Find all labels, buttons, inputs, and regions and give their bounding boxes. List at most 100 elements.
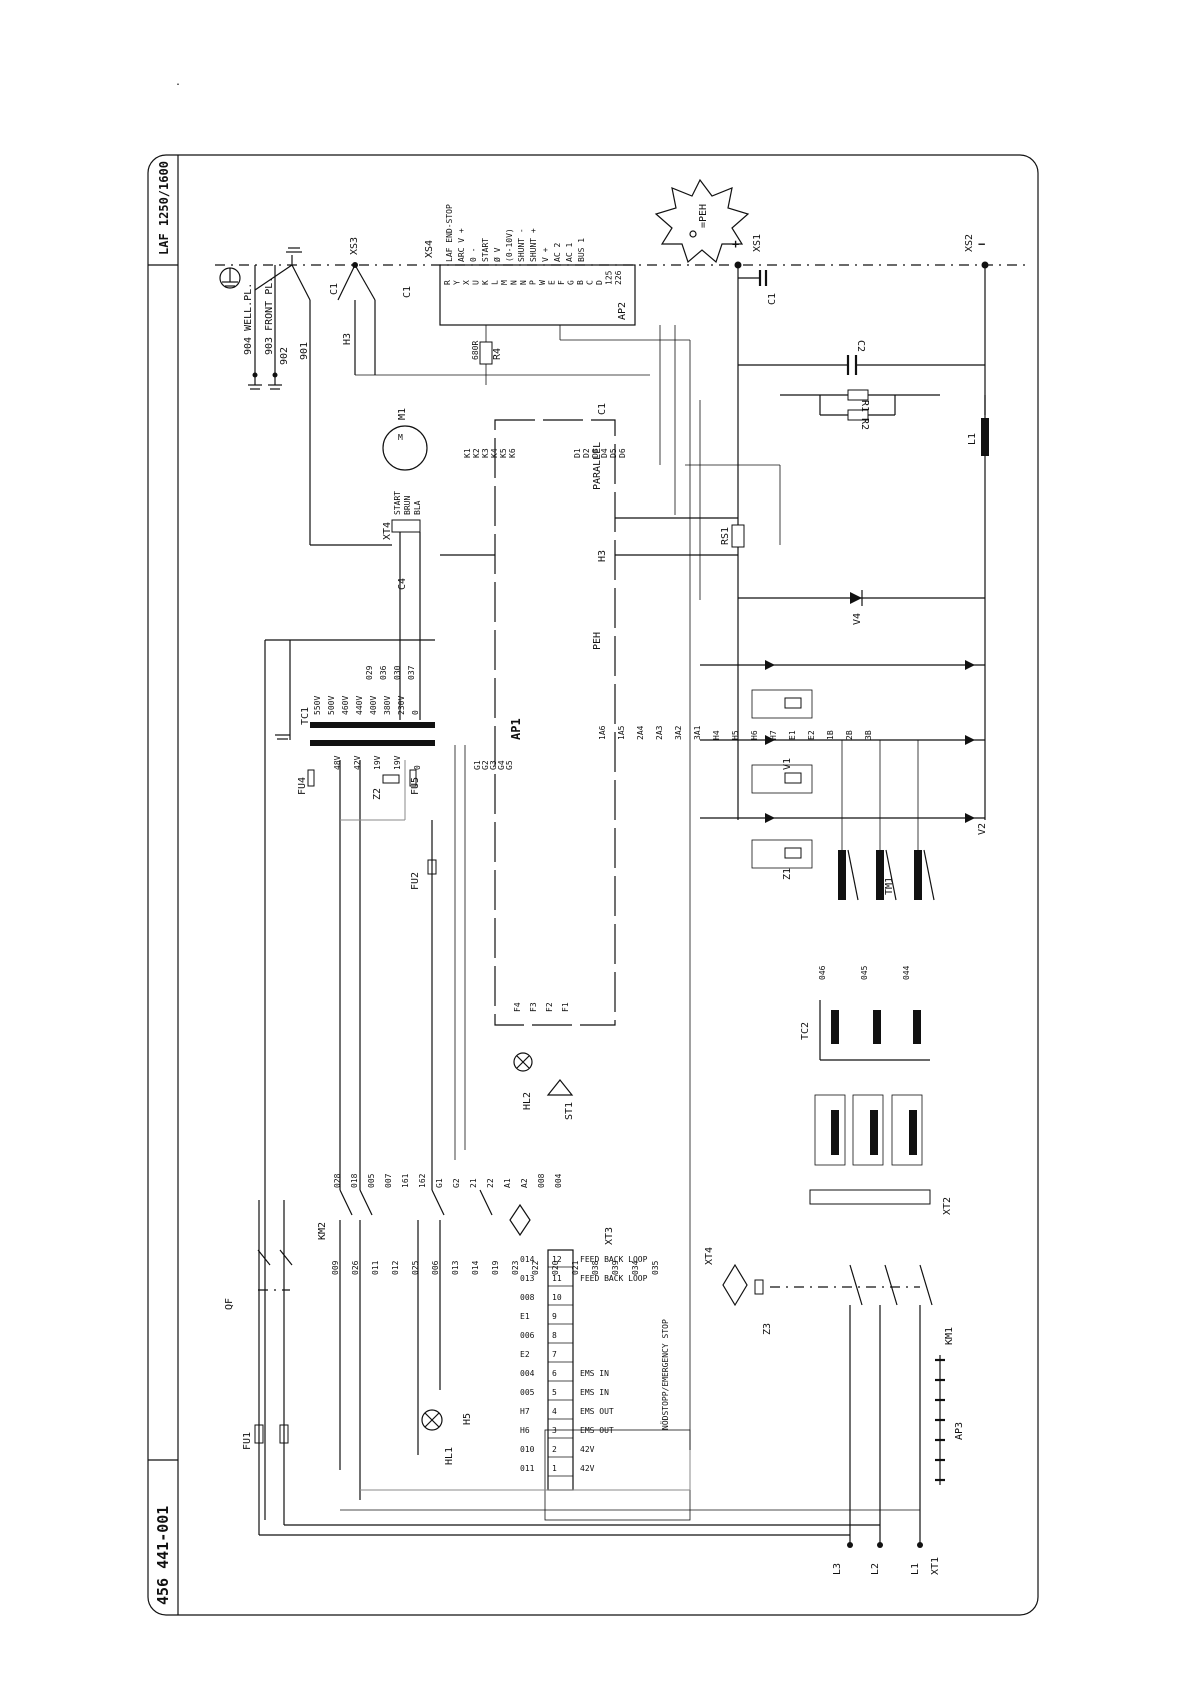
phase-l3: L3	[832, 1563, 843, 1575]
xs4-connector	[439, 264, 636, 326]
xs4-function: LAF END-STOP	[445, 204, 454, 262]
km2-wire: G1	[435, 1178, 444, 1188]
xt3-pin-number: 9	[552, 1312, 557, 1321]
tc1-secondary-tap: 19V	[373, 755, 382, 770]
h5-label: H5	[462, 1413, 473, 1425]
ap2-label: AP2	[617, 302, 628, 320]
parallel-label: PARALLEL	[592, 442, 603, 490]
xt3-wire: 011	[520, 1464, 535, 1473]
xt3-wire: 010	[520, 1445, 535, 1454]
d-label: D6	[618, 448, 627, 458]
tc1-tap: 400V	[369, 696, 378, 715]
k-label: K2	[472, 448, 481, 458]
tc1-g-pin: G5	[505, 760, 514, 770]
bottom-wire: 034	[631, 1260, 640, 1275]
xs4-pin: U	[472, 280, 481, 285]
z2-label: Z2	[372, 788, 383, 800]
xt4-pin-brun: BRUN	[403, 496, 412, 515]
bottom-wire: 021	[571, 1260, 580, 1275]
tc2-wire: 045	[860, 965, 869, 980]
xt3-pin-number: 6	[552, 1369, 557, 1378]
xt4-pin-bla: BLA	[413, 500, 422, 515]
minus-sign: −	[978, 237, 985, 251]
km2-wire: 21	[469, 1178, 478, 1188]
xt3-pin-number: 4	[552, 1407, 557, 1416]
peh-star	[654, 178, 750, 264]
c4-label: C4	[397, 578, 408, 590]
km2-wire: A1	[503, 1178, 512, 1188]
ap1-f-pin: F1	[561, 1002, 570, 1012]
tc1-g-pin: G4	[497, 760, 506, 770]
k-label: K1	[463, 448, 472, 458]
xs4-pin: X	[462, 280, 471, 285]
xt3-wire: E2	[520, 1350, 530, 1359]
z1-label: Z1	[782, 868, 793, 880]
st1-sensor	[546, 1079, 574, 1096]
svg-text:M: M	[398, 433, 403, 442]
d-label: D3	[591, 448, 600, 458]
tc1-secondary-tap: 42V	[353, 755, 362, 770]
fu2-label: FU2	[410, 872, 421, 890]
rs1-label: RS1	[720, 527, 731, 545]
xt3-pin-number: 1	[552, 1464, 557, 1473]
xt2-terminal	[809, 1189, 931, 1205]
tc1-secondary-tap: 48V	[333, 755, 342, 770]
c1-label-d: C1	[597, 403, 608, 415]
xt3-function: EMS IN	[580, 1369, 609, 1378]
tc1-g-pin: G3	[489, 760, 498, 770]
tc2-wire: 046	[818, 965, 827, 980]
km2-wire: 161	[401, 1173, 410, 1188]
ap1-bottom-pin: 1A6	[598, 725, 607, 740]
ap1-bottom-pin: H7	[769, 730, 778, 740]
tc2-label: TC2	[800, 1022, 811, 1040]
st1-label: ST1	[564, 1102, 575, 1120]
km2-wire: G2	[452, 1178, 461, 1188]
ap1-bottom-pin: 2A3	[655, 725, 664, 740]
tc1-tap: 500V	[327, 696, 336, 715]
xt3-wire: E1	[520, 1312, 530, 1321]
bottom-wire: 025	[411, 1260, 420, 1275]
d-label: D5	[609, 448, 618, 458]
ground-symbol	[219, 247, 302, 289]
xt4-label: XT4	[382, 522, 393, 540]
output-transformers	[814, 1094, 923, 1166]
km2-wire: 005	[367, 1173, 376, 1188]
xs4-function: SHUNT -	[517, 228, 526, 262]
tc1-secondary	[310, 740, 435, 746]
xt3-function: FEED BACK LOOP	[580, 1255, 648, 1264]
ap3-label: AP3	[954, 1422, 965, 1440]
xs3-label: XS3	[349, 237, 360, 255]
km1-label: KM1	[944, 1327, 955, 1345]
k-label: K6	[508, 448, 517, 458]
bottom-wire: 011	[371, 1260, 380, 1275]
xs4-pin: L	[491, 280, 500, 285]
fu1-label: FU1	[242, 1432, 253, 1450]
ap1-bottom-pin: 2A4	[636, 725, 645, 740]
tc1-g-pin: G2	[481, 760, 490, 770]
xs4-pin: E	[548, 280, 557, 285]
bottom-wire: 009	[331, 1260, 340, 1275]
xs4-function: Ø V	[492, 247, 502, 262]
rectifier-bridge	[700, 660, 985, 869]
wire-number: 029	[365, 665, 374, 680]
tc2-transformers	[819, 1000, 930, 1061]
xs4-pin: N	[519, 280, 528, 285]
ap1-label: AP1	[509, 718, 523, 740]
tc1-tap: 230V	[397, 696, 406, 715]
plus-sign: +	[732, 237, 739, 251]
bottom-wire: 014	[471, 1260, 480, 1275]
c1-label-a: C1	[329, 283, 340, 295]
ap1-bottom-pin: 1B	[826, 730, 835, 740]
xt3-wire: 014	[520, 1255, 535, 1264]
tc1-label: TC1	[300, 707, 311, 725]
fu4-label: FU4	[297, 777, 308, 795]
fu5-fuse	[409, 769, 417, 787]
km2-wire: 22	[486, 1178, 495, 1188]
